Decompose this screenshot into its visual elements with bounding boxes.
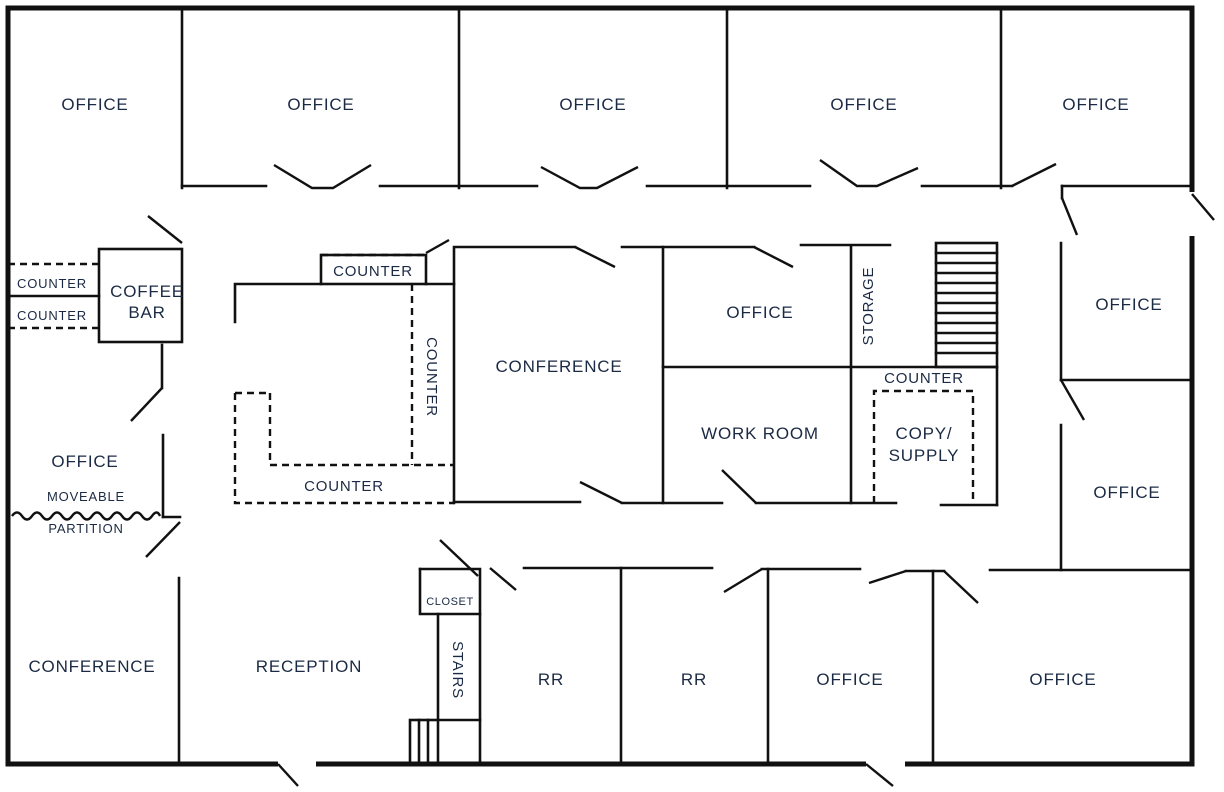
outer-walls <box>5 5 1195 767</box>
label-counter-left-1: COUNTER <box>17 276 87 291</box>
label-work-room: WORK ROOM <box>701 424 819 443</box>
label-office-top-2: OFFICE <box>287 95 354 114</box>
label-copy-supply-1: COPY/ <box>896 424 953 443</box>
label-office-right-1: OFFICE <box>1095 295 1162 314</box>
label-office-bottom-1: OFFICE <box>816 670 883 689</box>
left-office-walls <box>11 433 182 766</box>
label-office-center: OFFICE <box>726 303 793 322</box>
copy-supply-counter <box>872 389 975 503</box>
reception-counters <box>233 238 456 505</box>
label-partition: PARTITION <box>48 521 123 536</box>
label-office-right-2: OFFICE <box>1093 483 1160 502</box>
label-office-top-1: OFFICE <box>61 95 128 114</box>
top-office-doors <box>273 159 1057 190</box>
top-office-walls <box>180 6 1194 190</box>
label-copy-supply-2: SUPPLY <box>889 446 960 465</box>
moveable-partition <box>11 511 162 521</box>
label-counter-top: COUNTER <box>333 263 413 280</box>
label-office-top-4: OFFICE <box>830 95 897 114</box>
upper-stairs <box>934 241 999 369</box>
label-office-bottom-2: OFFICE <box>1029 670 1096 689</box>
label-rr-1: RR <box>538 670 564 689</box>
label-conference-center: CONFERENCE <box>495 357 622 376</box>
label-coffee-bar-2: BAR <box>128 303 165 322</box>
label-office-left: OFFICE <box>51 452 118 471</box>
bottom-row-walls <box>408 539 979 766</box>
label-reception: RECEPTION <box>256 657 362 676</box>
label-counter-bottom: COUNTER <box>304 478 384 495</box>
room-labels: OFFICE OFFICE OFFICE OFFICE OFFICE OFFIC… <box>17 95 1162 699</box>
label-office-top-5: OFFICE <box>1062 95 1129 114</box>
label-storage: STORAGE <box>860 267 877 346</box>
label-office-top-3: OFFICE <box>559 95 626 114</box>
label-moveable: MOVEABLE <box>47 489 125 504</box>
label-counter-left-2: COUNTER <box>17 308 87 323</box>
label-closet: CLOSET <box>426 596 474 608</box>
label-conference-left: CONFERENCE <box>28 657 155 676</box>
label-counter-vertical: COUNTER <box>423 337 440 417</box>
entry-doors <box>277 193 1215 787</box>
label-counter-copy: COUNTER <box>884 370 964 387</box>
right-office-walls <box>988 184 1194 572</box>
label-rr-2: RR <box>681 670 707 689</box>
center-block-walls <box>452 243 999 507</box>
label-coffee-bar-1: COFFEE <box>110 282 184 301</box>
label-stairs: STAIRS <box>449 641 466 699</box>
coffee-bar-area <box>6 215 184 422</box>
